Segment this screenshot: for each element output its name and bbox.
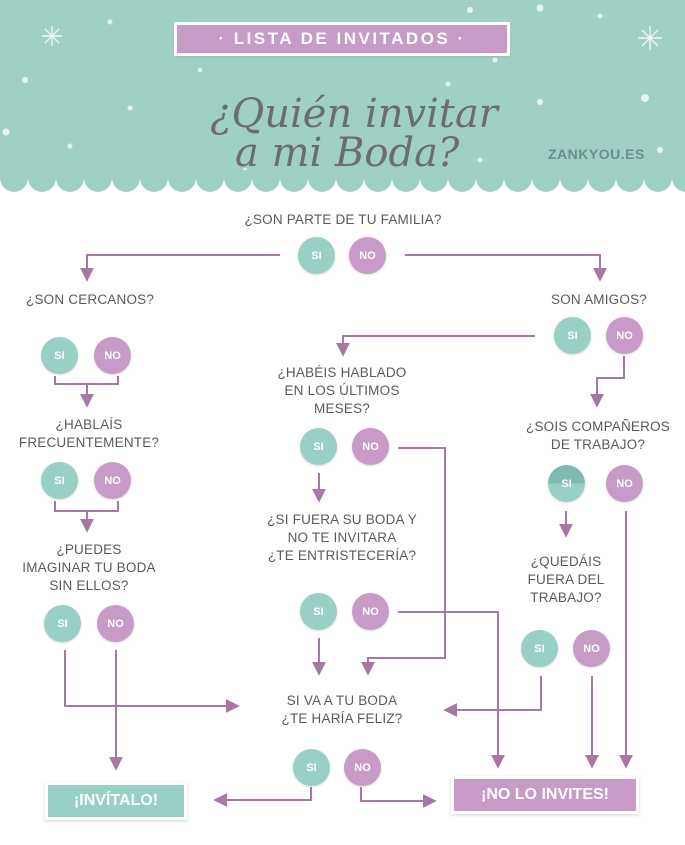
question-fuera-line-2: NO TE INVITARA — [287, 530, 397, 545]
brand-logo: ZANKYOU.ES — [548, 146, 645, 162]
question-hablais-line-2: FRECUENTEMENTE? — [18, 435, 160, 450]
question-hablais-line-1: ¿HABLAÍS — [55, 417, 123, 432]
question-familia: ¿SON PARTE DE TU FAMILIA? — [244, 212, 442, 227]
question-quedais-line-3: TRABAJO? — [530, 590, 602, 605]
result-invitalo: ¡INVÍTALO! — [45, 782, 187, 820]
question-companeros-line-1: ¿SOIS COMPAÑEROS — [526, 419, 670, 434]
question-feliz-line-2: ¿TE HARÍA FELIZ? — [281, 711, 403, 726]
question-fuera-line-3: ¿TE ENTRISTECERÍA? — [267, 548, 417, 563]
question-hablais: ¿HABLAÍS FRECUENTEMENTE? — [19, 416, 159, 452]
companeros-si-button[interactable]: SI — [548, 465, 585, 502]
imaginar-no-button[interactable]: NO — [97, 605, 134, 642]
amigos-no-button[interactable]: NO — [606, 317, 643, 354]
title-line-1: ¿Quién invitar — [210, 91, 498, 137]
question-companeros-line-2: DE TRABAJO? — [550, 437, 646, 452]
question-imaginar: ¿PUEDES IMAGINAR TU BODA SIN ELLOS? — [22, 541, 155, 595]
question-habeis: ¿HABÉIS HABLADO EN LOS ÚLTIMOS MESES? — [277, 364, 406, 418]
question-feliz: SI VA A TU BODA ¿TE HARÍA FELIZ? — [282, 692, 403, 728]
question-habeis-line-1: ¿HABÉIS HABLADO — [277, 365, 407, 380]
hablais-no-button[interactable]: NO — [94, 462, 131, 499]
question-fuera-line-1: ¿SI FUERA SU BODA Y — [267, 512, 417, 527]
result-no-lo-invites: ¡NO LO INVITES! — [451, 776, 639, 814]
habeis-no-button[interactable]: NO — [352, 428, 389, 465]
question-feliz-line-1: SI VA A TU BODA — [286, 693, 398, 708]
amigos-si-button[interactable]: SI — [554, 317, 591, 354]
fuera-si-button[interactable]: SI — [300, 593, 337, 630]
quedais-no-button[interactable]: NO — [573, 630, 610, 667]
title-line-2: a mi Boda? — [235, 130, 460, 176]
question-quedais: ¿QUEDÁIS FUERA DEL TRABAJO? — [528, 553, 605, 607]
companeros-no-button[interactable]: NO — [606, 465, 643, 502]
feliz-si-button[interactable]: SI — [293, 749, 330, 786]
list-banner: · LISTA DE INVITADOS · — [174, 22, 510, 56]
question-habeis-line-2: EN LOS ÚLTIMOS — [284, 383, 400, 398]
question-imaginar-line-1: ¿PUEDES — [56, 542, 122, 557]
question-quedais-line-2: FUERA DEL — [527, 572, 605, 587]
quedais-si-button[interactable]: SI — [521, 630, 558, 667]
question-companeros: ¿SOIS COMPAÑEROS DE TRABAJO? — [526, 418, 670, 454]
question-fuera: ¿SI FUERA SU BODA Y NO TE INVITARA ¿TE E… — [267, 511, 417, 565]
banner-label: · LISTA DE INVITADOS · — [177, 25, 507, 53]
hablais-si-button[interactable]: SI — [41, 462, 78, 499]
imaginar-si-button[interactable]: SI — [44, 605, 81, 642]
familia-si-button[interactable]: SI — [298, 237, 335, 274]
question-quedais-line-1: ¿QUEDÁIS — [530, 554, 602, 569]
question-habeis-line-3: MESES? — [314, 401, 370, 416]
familia-no-button[interactable]: NO — [349, 237, 386, 274]
fuera-no-button[interactable]: NO — [352, 593, 389, 630]
question-imaginar-line-2: IMAGINAR TU BODA — [22, 560, 156, 575]
cercanos-si-button[interactable]: SI — [41, 337, 78, 374]
question-imaginar-line-3: SIN ELLOS? — [49, 578, 129, 593]
feliz-no-button[interactable]: NO — [344, 749, 381, 786]
habeis-si-button[interactable]: SI — [300, 428, 337, 465]
question-cercanos: ¿SON CERCANOS? — [26, 292, 155, 307]
cercanos-no-button[interactable]: NO — [94, 337, 131, 374]
question-amigos: SON AMIGOS? — [551, 292, 647, 307]
